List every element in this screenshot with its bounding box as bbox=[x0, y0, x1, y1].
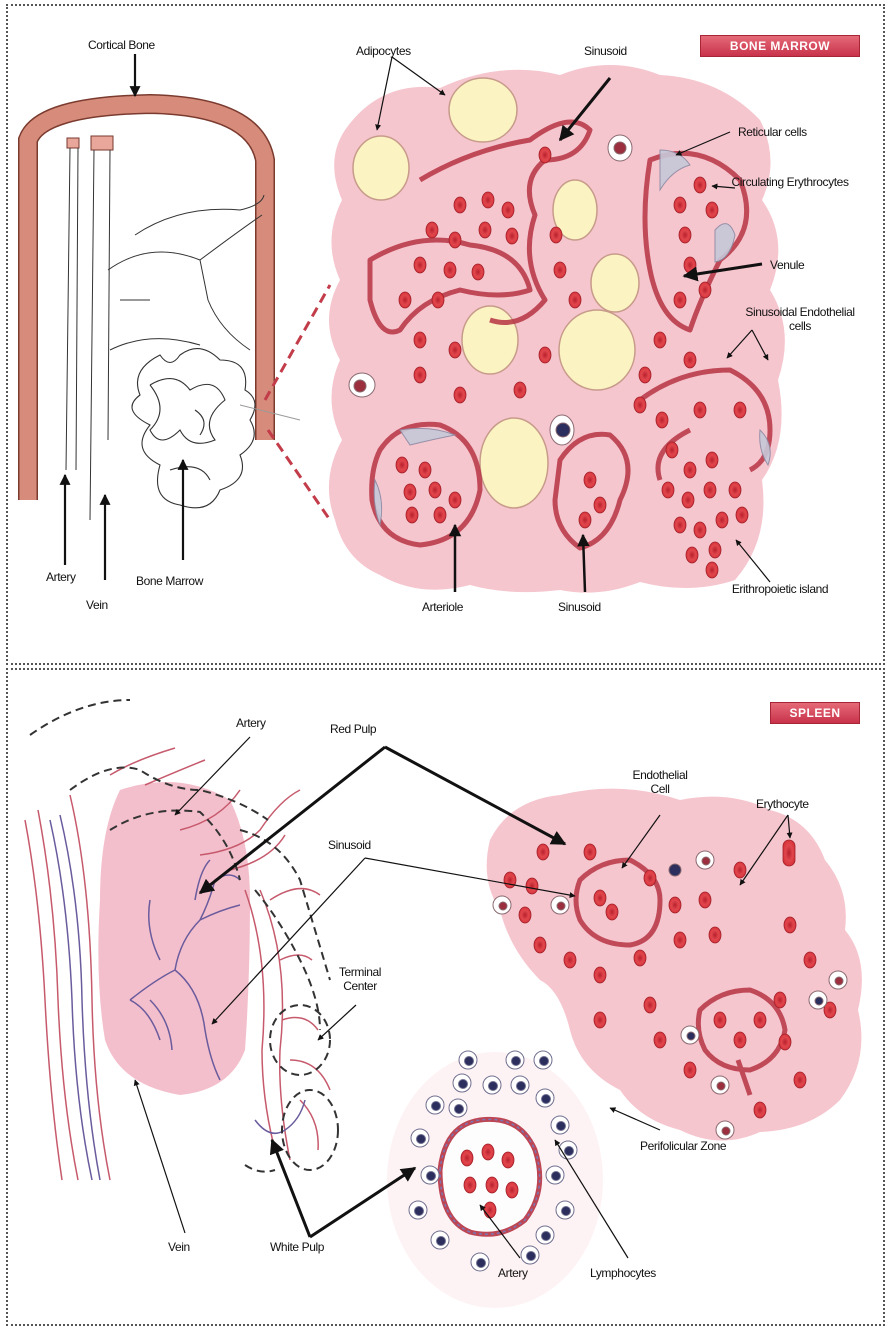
label-venule: Venule bbox=[770, 258, 804, 272]
spleen-schematic bbox=[25, 700, 338, 1180]
bone-schematic bbox=[28, 104, 330, 520]
bone-marrow-badge: BONE MARROW bbox=[700, 35, 860, 57]
label-perifolicular-zone: Perifolicular Zone bbox=[640, 1139, 726, 1153]
label-terminal-center: Terminal Center bbox=[325, 965, 395, 993]
label-reticular-cells: Reticular cells bbox=[738, 125, 807, 139]
bone-marrow-arrows bbox=[65, 54, 183, 580]
label-artery: Artery bbox=[46, 570, 76, 584]
label-spleen-artery-bottom: Artery bbox=[498, 1266, 528, 1280]
label-spleen-artery-top: Artery bbox=[236, 716, 266, 730]
label-adipocytes: Adipocytes bbox=[356, 44, 411, 58]
bone-marrow-tissue bbox=[329, 65, 785, 593]
label-circulating-erythrocytes: Circulating Erythrocytes bbox=[730, 175, 850, 189]
label-bone-marrow: Bone Marrow bbox=[136, 574, 203, 588]
label-spleen-sinusoid: Sinusoid bbox=[328, 838, 371, 852]
label-cortical-bone: Cortical Bone bbox=[88, 38, 155, 52]
label-vein: Vein bbox=[86, 598, 108, 612]
label-arteriole: Arteriole bbox=[422, 600, 463, 614]
label-endothelial-cell: Endothelial Cell bbox=[630, 768, 690, 796]
label-sinusoid-top: Sinusoid bbox=[584, 44, 627, 58]
label-red-pulp: Red Pulp bbox=[330, 722, 376, 736]
spleen-badge: SPLEEN bbox=[770, 702, 860, 724]
label-white-pulp: White Pulp bbox=[270, 1240, 324, 1254]
label-spleen-vein: Vein bbox=[168, 1240, 190, 1254]
label-sinusoid-bottom: Sinusoid bbox=[558, 600, 601, 614]
spleen-white-pulp-follicle bbox=[387, 1051, 603, 1308]
label-sinusoidal-endothelial-cells: Sinusoidal Endothelial cells bbox=[745, 305, 855, 333]
label-erythropoietic-island: Erithropoietic island bbox=[730, 582, 830, 596]
label-lymphocytes: Lymphocytes bbox=[590, 1266, 656, 1280]
label-erythocyte: Erythocyte bbox=[756, 797, 809, 811]
